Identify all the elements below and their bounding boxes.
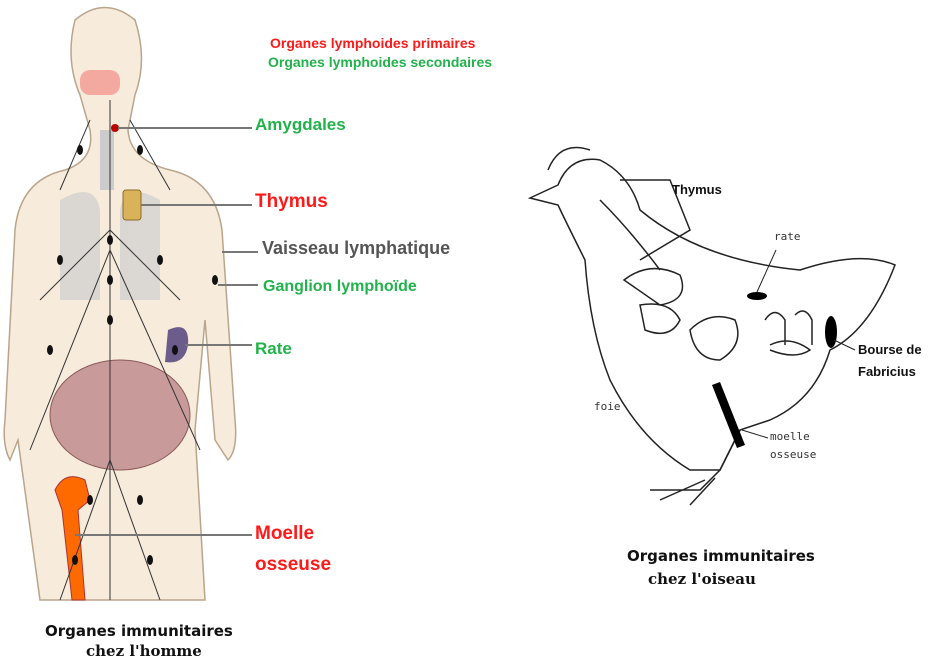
human-caption-line2: chez l'homme <box>86 642 202 660</box>
nasal-cavity <box>80 70 120 95</box>
label-ganglion-lymphoide: Ganglion lymphoïde <box>263 278 417 295</box>
bird-label-foie: foie <box>594 400 621 413</box>
bird-bursa <box>825 316 837 348</box>
lymph-nodes <box>47 145 218 565</box>
bird-label-fabricius: Fabricius <box>858 364 916 379</box>
label-amygdales: Amygdales <box>255 115 346 134</box>
label-thymus: Thymus <box>255 191 328 212</box>
bird-label-rate: rate <box>774 230 801 243</box>
lymph-vessels <box>29 100 201 601</box>
bird-illustration <box>527 146 896 506</box>
label-osseuse: osseuse <box>255 554 332 575</box>
bird-caption-line1: Organes immunitaires <box>627 547 815 565</box>
bird-caption-line2: chez l'oiseau <box>648 570 756 588</box>
thymus-organ <box>122 189 142 221</box>
bird-label-osseuse: osseuse <box>770 448 817 461</box>
legend-secondary: Organes lymphoides secondaires <box>268 54 493 70</box>
bird-spleen <box>747 292 767 300</box>
label-vaisseau-lymphatique: Vaisseau lymphatique <box>262 238 451 258</box>
amygdale-organ <box>111 124 119 132</box>
spleen-organ <box>165 327 189 363</box>
human-caption-line1: Organes immunitaires <box>45 622 233 640</box>
femur-bone-marrow <box>54 476 91 601</box>
human-body-illustration <box>3 6 237 601</box>
pointer-lines <box>75 127 258 536</box>
bird-bone-marrow <box>712 382 745 448</box>
label-moelle: Moelle <box>255 523 315 544</box>
bird-label-thymus: Thymus <box>672 182 722 197</box>
label-rate: Rate <box>255 339 292 358</box>
bird-label-bourse: Bourse de <box>858 342 922 357</box>
bird-label-moelle: moelle <box>770 430 810 443</box>
trachea <box>100 130 114 190</box>
intestines <box>49 359 191 471</box>
bird-pointer-lines <box>741 249 856 439</box>
bird-organs <box>712 292 837 448</box>
legend-primary: Organes lymphoides primaires <box>270 35 476 51</box>
